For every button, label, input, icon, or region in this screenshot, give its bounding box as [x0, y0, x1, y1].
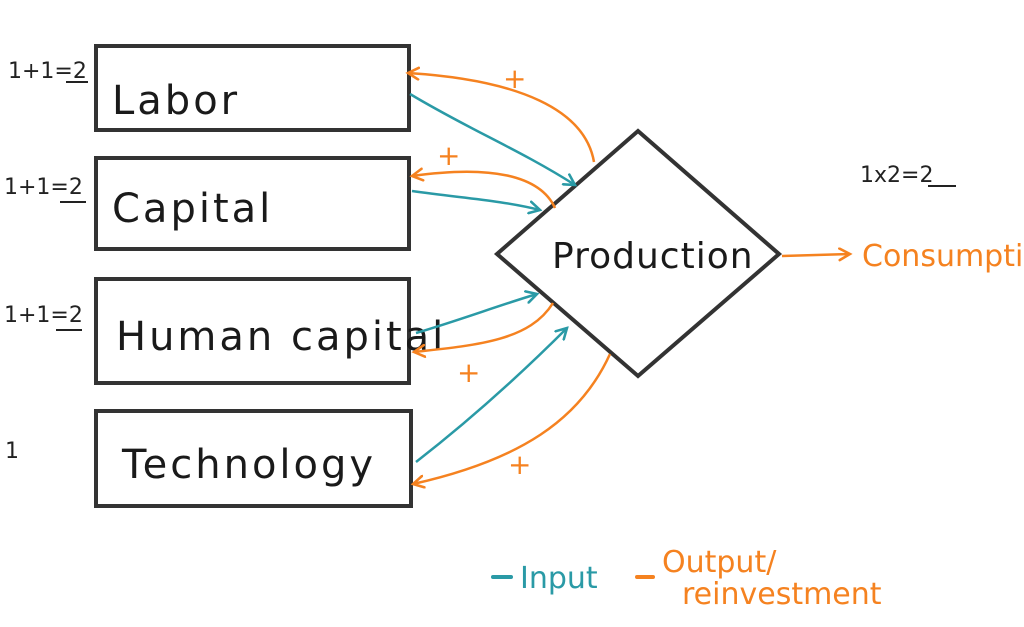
- plus-sign-technology: +: [508, 448, 531, 481]
- plus-sign-human-capital: +: [457, 356, 480, 389]
- capital-label: Capital: [112, 186, 273, 232]
- technology-annotation: 1: [5, 439, 19, 464]
- legend: Input Output/ reinvestment: [491, 545, 882, 612]
- reinvest-arrow-technology: [413, 353, 612, 484]
- input-arrow-capital: [411, 189, 540, 210]
- reinvest-arrow-human-capital: [414, 302, 555, 352]
- labor-label: Labor: [112, 78, 240, 124]
- input-arrow-labor: [409, 92, 575, 185]
- plus-sign-capital: +: [437, 139, 460, 172]
- factor-technology: Technology 1: [5, 409, 413, 508]
- consumption-arrow: [781, 254, 850, 256]
- input-arrow-human-capital: [415, 294, 537, 335]
- factor-capital: Capital 1+1=2: [4, 156, 411, 251]
- human-capital-label: Human capital: [116, 314, 446, 360]
- labor-annotation: 1+1=2: [8, 59, 87, 84]
- capital-annotation: 1+1=2: [4, 175, 83, 200]
- input-arrow-technology: [415, 328, 567, 463]
- reinvest-arrow-labor: [408, 73, 596, 163]
- human-capital-annotation: 1+1=2: [4, 303, 83, 328]
- plus-sign-labor: +: [503, 62, 526, 95]
- production-label: Production: [552, 236, 754, 277]
- legend-output-label-line1: Output/: [662, 545, 777, 580]
- human-capital-box: [94, 277, 411, 385]
- legend-output-label-line2: reinvestment: [682, 577, 882, 612]
- legend-input-label: Input: [520, 561, 598, 596]
- factor-labor: Labor 1+1=2: [8, 44, 411, 132]
- production-diamond: [493, 128, 783, 379]
- technology-label: Technology: [121, 442, 376, 488]
- consumption-annotation: 1x2=2: [860, 163, 933, 188]
- factor-human-capital: Human capital 1+1=2: [4, 277, 446, 385]
- capital-box: [94, 156, 411, 251]
- reinvest-arrow-capital: [412, 172, 557, 209]
- production-node: Production: [493, 128, 783, 379]
- labor-box: [94, 44, 411, 132]
- technology-box: [94, 409, 413, 508]
- consumption-label: Consumption: [862, 239, 1024, 274]
